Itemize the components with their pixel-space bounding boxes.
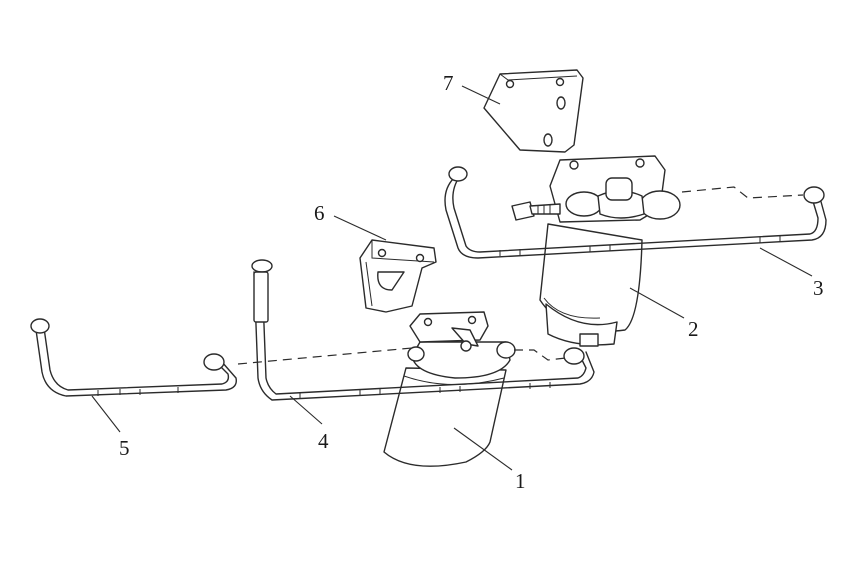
leader-7: [461, 85, 501, 105]
leader-lines: [91, 85, 813, 471]
callout-5: 5: [119, 436, 130, 460]
part-4-lower-fuel-pipe: [237, 259, 595, 401]
part-2-upper-fuel-filter: [511, 155, 681, 347]
part-7-mounting-plate: [483, 69, 584, 153]
leader-1: [453, 427, 513, 471]
callouts: 1 2 3 4 5 6 7: [119, 71, 824, 493]
part-3-upper-fuel-pipe: [444, 166, 827, 259]
part-6-bracket: [359, 239, 437, 313]
callout-7: 7: [443, 71, 454, 95]
part-1-lower-fuel-filter: [383, 311, 516, 467]
callout-6: 6: [314, 201, 325, 225]
callout-2: 2: [688, 317, 699, 341]
leader-2: [629, 287, 685, 319]
leader-4: [289, 395, 323, 425]
callout-4: 4: [318, 429, 329, 453]
callout-1: 1: [515, 469, 526, 493]
leader-3: [759, 247, 813, 277]
leader-5: [91, 395, 121, 433]
callout-3: 3: [813, 276, 824, 300]
leader-6: [333, 215, 387, 241]
part-5-side-fuel-pipe: [30, 318, 237, 397]
